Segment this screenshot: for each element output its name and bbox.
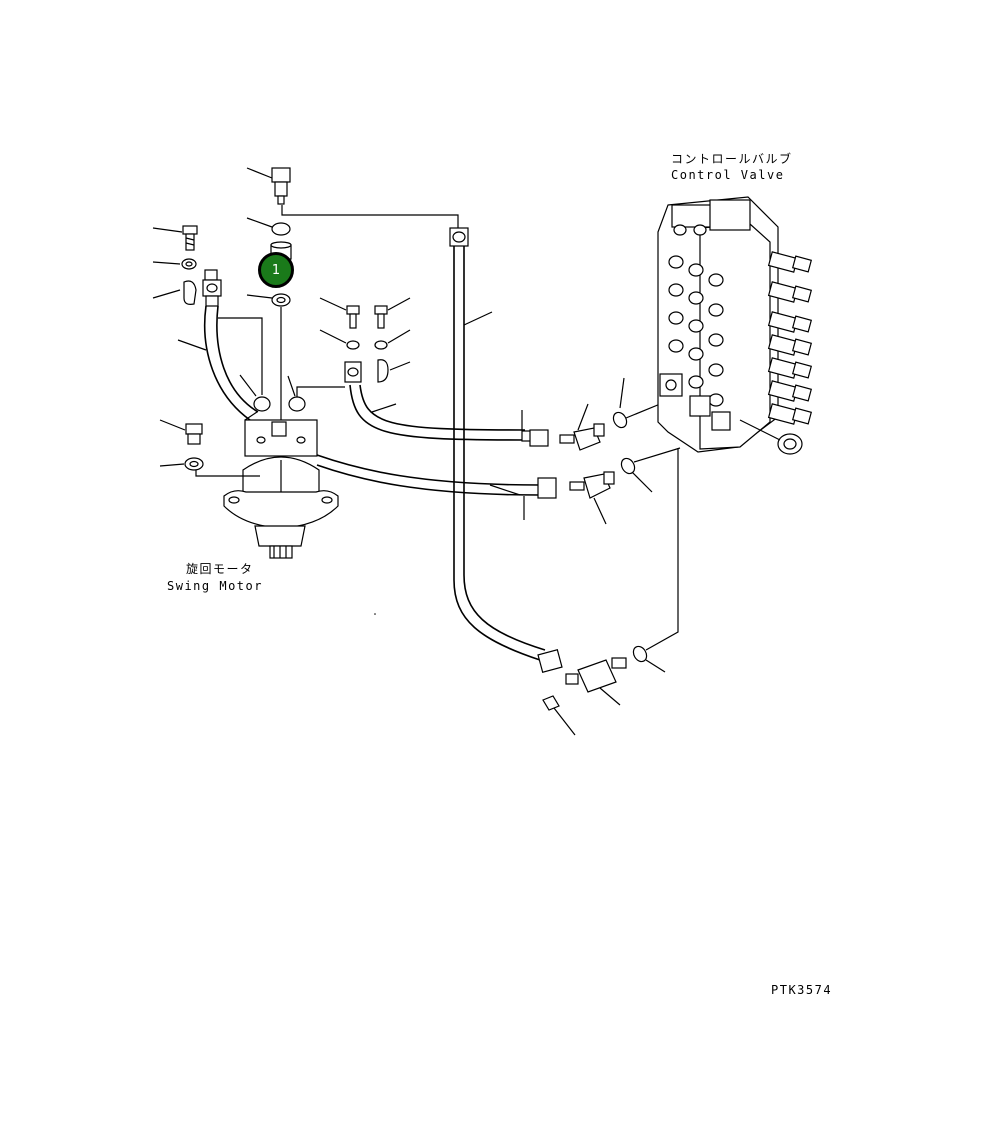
control-valve — [657, 196, 813, 455]
elbow-lower — [569, 471, 615, 499]
control-valve-label-jp: コントロールバルブ — [671, 152, 793, 166]
left-hose-fitting — [202, 269, 222, 307]
drawing-code: PTK3574 — [771, 983, 833, 997]
left-clamp — [183, 280, 197, 305]
control-valve-label-en: Control Valve — [671, 168, 785, 182]
o-ring-top — [271, 222, 291, 236]
callout-number: 1 — [271, 262, 281, 278]
motor-plug — [159, 419, 203, 445]
middle-hose-fitting — [344, 361, 362, 383]
o-ring-left — [253, 396, 271, 412]
middle-bolt-b — [374, 297, 411, 329]
middle-bolt-a — [319, 297, 360, 329]
swing-motor-label-jp: 旋回モータ — [186, 562, 254, 576]
callout-1[interactable]: 1 — [258, 252, 294, 288]
valve-spools — [767, 251, 813, 455]
bottom-block-fitting — [542, 657, 627, 711]
long-hose — [449, 227, 563, 674]
middle-clamp — [377, 359, 389, 383]
o-ring-lower — [620, 457, 636, 475]
elbow-upper — [559, 423, 605, 451]
o-ring-upper — [612, 411, 628, 429]
top-fitting — [246, 167, 459, 228]
o-ring-bottom — [632, 645, 648, 663]
swing-motor — [223, 411, 339, 559]
left-bolt — [152, 225, 198, 251]
swing-motor-label-en: Swing Motor — [167, 579, 263, 593]
o-ring-middle — [288, 396, 306, 412]
